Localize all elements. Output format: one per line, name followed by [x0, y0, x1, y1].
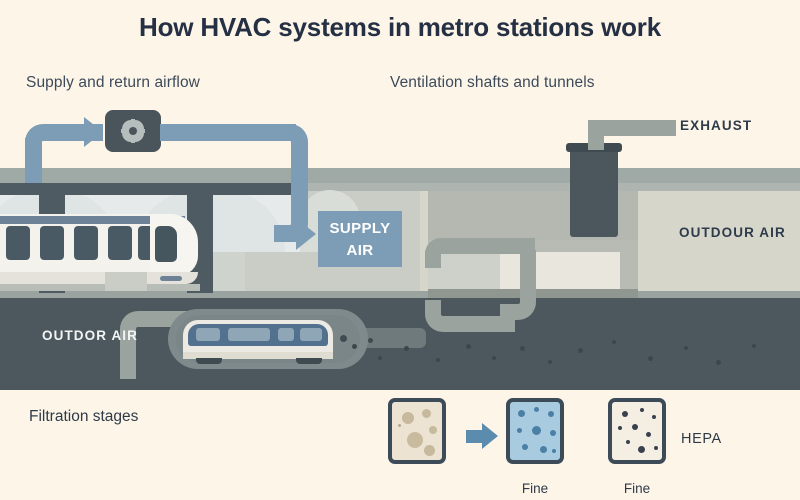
- filtration-stages-label: Filtration stages: [29, 408, 139, 425]
- supply-air-label: SUPPLY AIR: [318, 218, 402, 262]
- filter-stage-2[interactable]: [506, 398, 564, 464]
- tunnel-train-window: [196, 328, 220, 341]
- arrow-right-icon: [84, 117, 103, 147]
- supply-air-line-2: AIR: [346, 242, 374, 259]
- platform-column-1-cap: [32, 183, 72, 192]
- subhead-ventilation: Ventilation shafts and tunnels: [390, 74, 595, 91]
- supply-duct-vertical-right: [291, 150, 308, 218]
- station-ceiling-slab: [0, 183, 300, 195]
- tunnel-train-bogie: [296, 358, 322, 364]
- ground-surface-band-lower: [0, 183, 800, 191]
- shaft-chamber: [500, 252, 620, 289]
- arrow-right-icon-filter: [466, 430, 484, 443]
- filter-stage-1[interactable]: [388, 398, 446, 464]
- tunnel-duct-vertical: [120, 333, 136, 379]
- supply-air-box: [318, 211, 402, 267]
- station-tunnel-divider: [0, 291, 800, 298]
- platform-column-2-cap: [180, 183, 220, 192]
- supply-duct-horizontal-right: [160, 124, 296, 141]
- filter-stage-2-label: Fine: [521, 481, 549, 496]
- exhaust-duct-horizontal-upper: [450, 238, 535, 254]
- tunnel-marker-light: [340, 335, 347, 342]
- hepa-label: HEPA: [681, 431, 722, 447]
- platform-floor: [0, 284, 200, 291]
- tunnel-train-window: [278, 328, 294, 341]
- outdoor-air-label-right: OUTDOUR AIR: [679, 225, 786, 240]
- exhaust-stack: [570, 145, 618, 237]
- exhaust-duct-riser: [520, 250, 536, 294]
- tunnel-marker-light-small: [368, 338, 373, 343]
- tunnel-train-window: [228, 328, 270, 341]
- outdoor-air-label-tunnel: OUTDOR AIR: [42, 328, 138, 343]
- subhead-airflow: Supply and return airflow: [26, 74, 200, 91]
- filter-stage-3[interactable]: [608, 398, 666, 464]
- exhaust-duct-elbow-riser: [500, 286, 536, 320]
- tunnel-train-skirt: [183, 352, 333, 359]
- exhaust-pipe-horizontal: [614, 120, 676, 136]
- platform-train-headlight: [160, 276, 182, 281]
- tunnel-train-bogie: [196, 358, 222, 364]
- arrow-right-head-filter: [482, 423, 498, 449]
- platform-train-skirt: [0, 272, 198, 284]
- exhaust-duct-elbow-lower: [425, 300, 461, 332]
- tunnel-train-window: [300, 328, 322, 341]
- tunnel-tube-tail: [366, 328, 426, 348]
- supply-duct-elbow-right: [272, 124, 308, 156]
- page-title: How HVAC systems in metro stations work: [139, 12, 661, 42]
- arrow-right-icon-supply: [296, 218, 316, 250]
- platform-edge: [105, 272, 147, 291]
- fan-hub-center: [129, 127, 137, 135]
- exhaust-label: EXHAUST: [680, 118, 753, 133]
- platform-train-windshield: [155, 226, 177, 262]
- platform-train-windows: [0, 226, 170, 260]
- supply-air-line-1: SUPPLY: [329, 220, 391, 237]
- platform-train-stripe: [0, 216, 185, 224]
- ground-surface-band: [0, 168, 800, 183]
- fan-impeller-icon: [121, 119, 145, 143]
- filter-stage-3-label: Fine: [623, 481, 651, 496]
- exhaust-duct-horizontal-lower: [455, 316, 515, 332]
